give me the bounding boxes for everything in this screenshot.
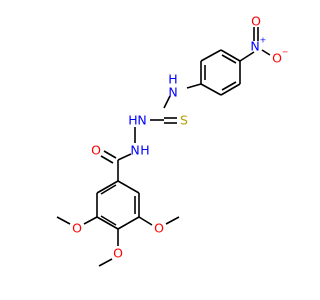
bond	[221, 54, 237, 64]
atom-hydrazine-lower-h: H	[140, 143, 149, 158]
atom-nitro-o-single: O	[272, 51, 282, 66]
bond	[186, 83, 202, 89]
bond	[163, 95, 171, 109]
molecule-structure-diagram: N + O O − H N S H N N H O O O O	[56, 14, 288, 267]
bond	[100, 155, 114, 164]
atom-hydrazine-upper-h: H	[128, 113, 137, 128]
charge-minus: −	[282, 48, 289, 57]
atom-methoxy-o-left: O	[72, 221, 82, 236]
atom-thione-s: S	[180, 113, 188, 128]
atom-amine-n: N	[168, 85, 177, 100]
bond	[83, 216, 98, 225]
bond	[98, 258, 113, 267]
bond	[117, 216, 140, 230]
bond	[165, 216, 180, 225]
bond-layer	[56, 27, 271, 267]
atom-methoxy-o-bottom: O	[113, 246, 123, 261]
bond	[239, 51, 255, 62]
bond	[220, 83, 241, 96]
bond	[221, 81, 237, 91]
bond	[100, 215, 117, 226]
charge-plus: +	[260, 36, 267, 45]
bond	[96, 216, 119, 230]
atom-nitro-n: N	[250, 39, 259, 54]
bond	[220, 49, 241, 62]
bond	[103, 150, 117, 159]
bond	[117, 180, 140, 194]
atom-nitro-o-double: O	[251, 14, 261, 29]
bond	[96, 180, 119, 194]
atom-hydrazine-lower-n: N	[130, 143, 139, 158]
bond	[200, 83, 222, 96]
bond	[117, 153, 132, 161]
atom-methoxy-o-right: O	[154, 221, 164, 236]
atom-carbonyl-o: O	[91, 143, 101, 158]
bond	[100, 184, 117, 195]
bond	[56, 216, 71, 225]
atom-label-layer: N + O O − H N S H N N H O O O O	[72, 14, 288, 261]
atom-amine-h: H	[168, 72, 177, 87]
bond	[138, 216, 153, 226]
bond	[200, 49, 222, 62]
bond	[261, 49, 271, 56]
atom-hydrazine-upper-n: N	[137, 113, 146, 128]
